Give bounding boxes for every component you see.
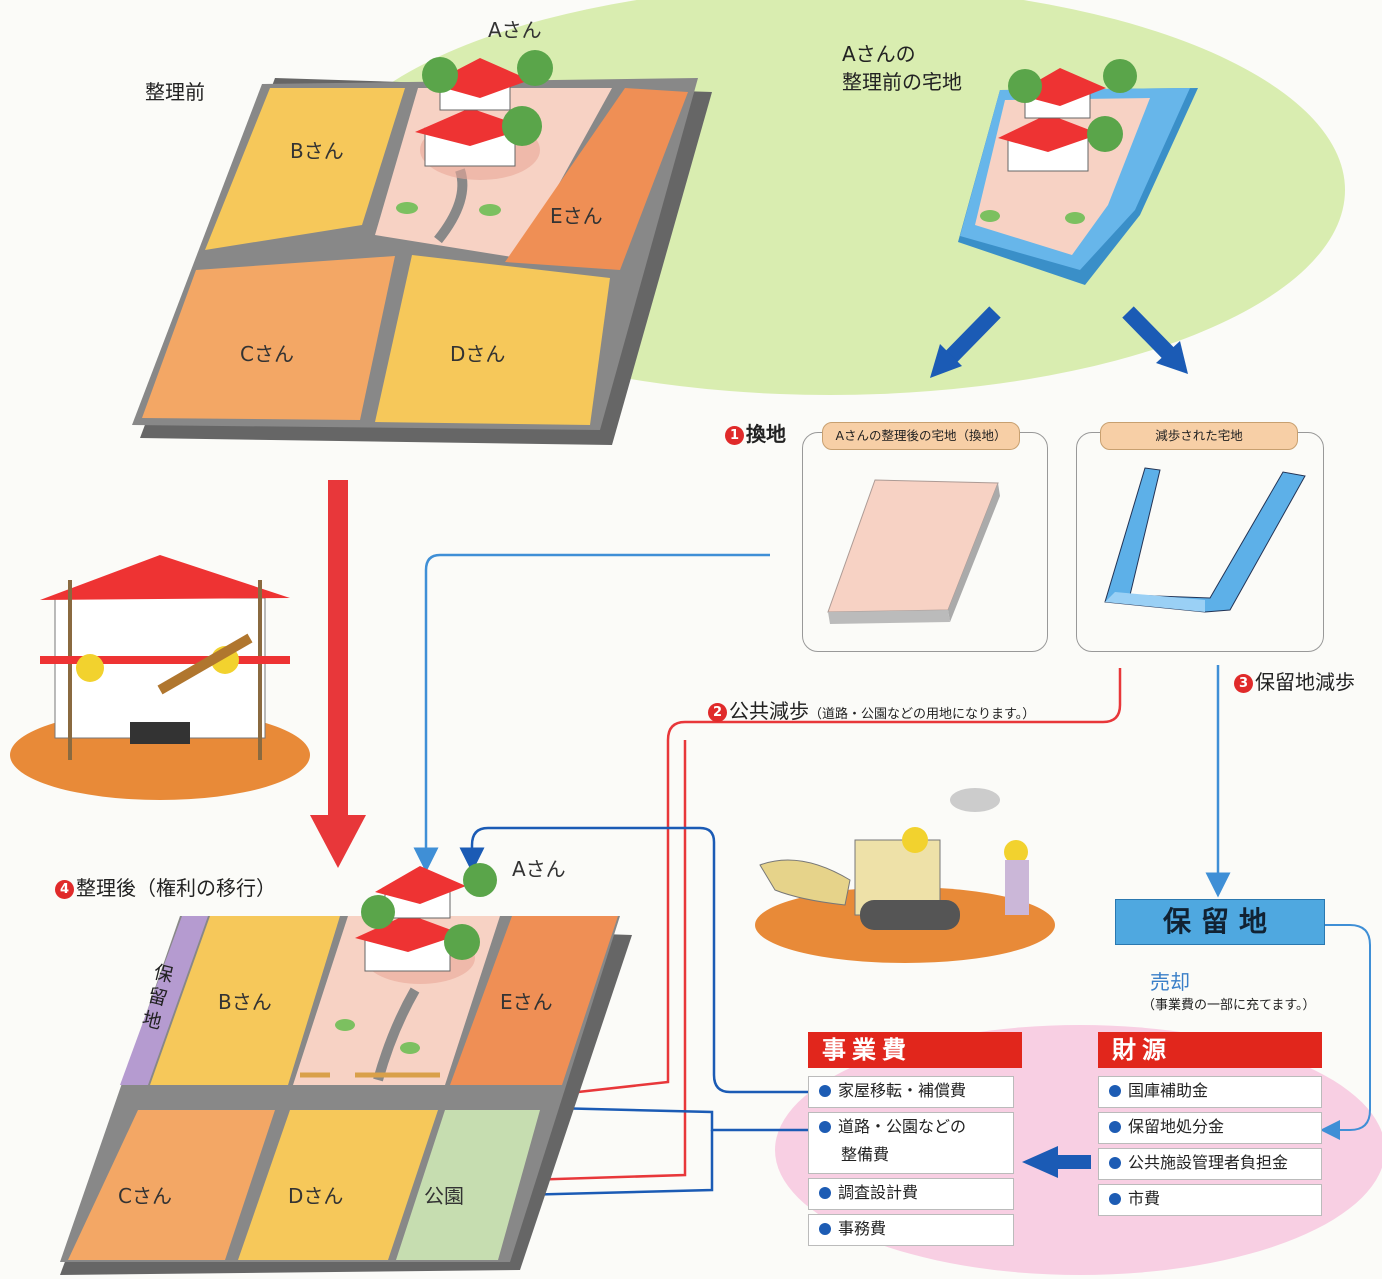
e-after-label: Eさん <box>500 990 553 1014</box>
a-after-label: Aさん <box>512 857 566 881</box>
bullet-icon <box>1109 1193 1121 1205</box>
cost-item-office: 事務費 <box>808 1214 1014 1246</box>
cost-item-survey: 調査設計費 <box>808 1178 1014 1210</box>
sale-note: （事業費の一部に充てます。） <box>1142 998 1316 1013</box>
bullet-icon <box>819 1223 831 1235</box>
step1-number: 1 <box>725 426 744 445</box>
bullet-icon <box>1109 1157 1121 1169</box>
road-cost-line <box>539 1095 810 1132</box>
reduced-card <box>1076 432 1324 652</box>
fund-item-text: 保留地処分金 <box>1128 1117 1225 1136</box>
b-lot-label: Bさん <box>290 139 344 163</box>
step3-text: 保留地減歩 <box>1255 670 1355 694</box>
cost-item-text: 調査設計費 <box>838 1183 919 1202</box>
a-top-label: Aさん <box>488 18 542 42</box>
after-map <box>60 863 632 1275</box>
reserve-land-box: 保留地 <box>1115 899 1325 945</box>
sale-line <box>1320 924 1371 1140</box>
b-after-label: Bさん <box>218 990 272 1014</box>
house-cost-line <box>459 826 810 1094</box>
replot-line <box>413 553 770 873</box>
replot-lot-shape <box>827 479 1000 624</box>
bullet-icon <box>1109 1085 1121 1097</box>
sale-label: 売却 <box>1150 970 1190 994</box>
step2-note: （道路・公園などの用地になります。） <box>809 707 1036 722</box>
fund-item-text: 国庫補助金 <box>1128 1081 1209 1100</box>
bullet-icon <box>819 1085 831 1097</box>
public-reduction-line-2 <box>512 740 687 1193</box>
bullet-icon <box>819 1121 831 1133</box>
reduced-tag: 減歩された宅地 <box>1100 422 1298 450</box>
fund-item-public: 公共施設管理者負担金 <box>1098 1148 1322 1180</box>
house-icon <box>415 50 553 180</box>
d-after-label: Dさん <box>288 1184 344 1208</box>
funds-arrow <box>1022 1146 1091 1178</box>
replot-card <box>802 432 1048 652</box>
costs-header: 事業費 <box>808 1032 1022 1068</box>
funds-header: 財源 <box>1098 1032 1322 1068</box>
step4-number: 4 <box>55 880 74 899</box>
bullet-icon <box>1109 1121 1121 1133</box>
park-cost-line <box>505 1130 714 1208</box>
fund-item-text: 公共施設管理者負担金 <box>1128 1153 1289 1172</box>
reduced-lot-shape <box>1104 467 1306 613</box>
c-lot-label: Cさん <box>240 342 294 366</box>
step2-number: 2 <box>708 703 727 722</box>
fund-item-national: 国庫補助金 <box>1098 1076 1322 1108</box>
before-map <box>132 50 712 445</box>
cost-item-text: 道路・公園などの <box>838 1117 967 1136</box>
cost-item-text: 事務費 <box>838 1219 887 1238</box>
cost-item-text-2: 整備費 <box>841 1145 890 1164</box>
a-original-plot <box>958 59 1198 285</box>
replot-tag: Aさんの整理後の宅地（換地） <box>822 422 1020 450</box>
e-lot-label: Eさん <box>550 204 603 228</box>
park-label: 公園 <box>424 1184 464 1208</box>
d-lot-label: Dさん <box>450 342 506 366</box>
bulldozer-illustration <box>755 788 1055 963</box>
fund-item-text: 市費 <box>1128 1189 1161 1208</box>
split-arrows <box>930 306 1188 378</box>
a-original-line1: Aさんの <box>842 42 916 66</box>
house-icon <box>998 59 1137 172</box>
a-original-line2: 整理前の宅地 <box>842 70 962 94</box>
fund-item-city: 市費 <box>1098 1184 1322 1216</box>
cost-item-house: 家屋移転・補償費 <box>808 1076 1014 1108</box>
step2-text: 公共減歩 <box>729 699 809 723</box>
bullet-icon <box>819 1187 831 1199</box>
fund-item-reserve: 保留地処分金 <box>1098 1112 1322 1144</box>
cost-item-roads: 道路・公園などの整備費 <box>808 1112 1014 1174</box>
c-after-label: Cさん <box>118 1184 172 1208</box>
step4-text: 整理後（権利の移行） <box>76 876 276 900</box>
a-original-label: Aさんの 整理前の宅地 <box>842 40 962 96</box>
step1-text: 換地 <box>746 422 786 446</box>
red-down-arrow <box>310 480 366 868</box>
house-icon <box>355 863 497 984</box>
public-reduction-line <box>547 668 1122 1106</box>
step3-number: 3 <box>1234 674 1253 693</box>
house-construction-illustration <box>10 555 310 800</box>
cost-item-text: 家屋移転・補償費 <box>838 1081 967 1100</box>
before-label: 整理前 <box>145 80 205 104</box>
